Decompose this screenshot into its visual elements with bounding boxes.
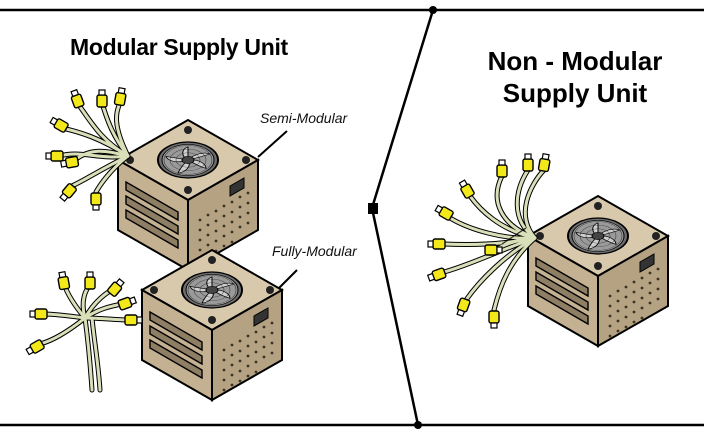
non-modular-cables	[426, 152, 552, 329]
non-modular-title-line1: Non - Modular	[487, 46, 663, 76]
fully-modular-cables	[24, 270, 143, 393]
semi-modular-psu	[117, 119, 259, 271]
fully-modular-label: Fully-Modular	[272, 243, 357, 259]
fan-icon	[157, 141, 219, 179]
divider-joints	[368, 6, 437, 429]
semi-modular-cables	[45, 86, 131, 211]
semi-modular-label: Semi-Modular	[260, 110, 348, 126]
non-modular-psu	[527, 195, 669, 347]
non-modular-title-line2: Supply Unit	[502, 77, 648, 108]
fully-modular-psu	[141, 249, 283, 401]
modular-title: Modular Supply Unit	[70, 34, 288, 60]
non-modular-title: Non - Modular Supply Unit	[470, 46, 680, 109]
semi-leader-line	[257, 130, 288, 158]
